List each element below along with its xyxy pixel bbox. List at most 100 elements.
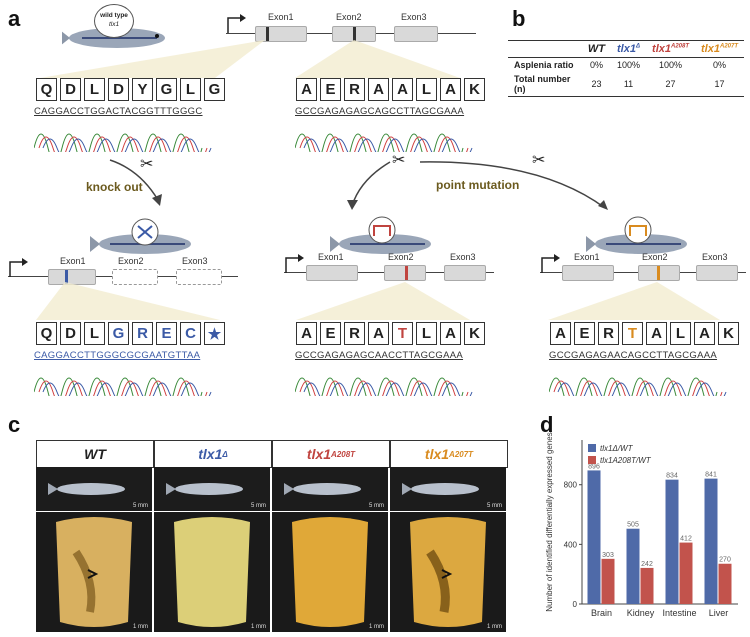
photo-header-text: tlx1 bbox=[198, 446, 223, 462]
chromatogram-a208t bbox=[295, 377, 473, 396]
ko-exon1-label: Exon1 bbox=[60, 256, 86, 266]
zoom-wedges bbox=[40, 40, 460, 78]
a208t-exon2-box bbox=[384, 265, 426, 281]
aa: D bbox=[60, 78, 81, 101]
aa: K bbox=[464, 322, 485, 345]
a207t-fish-icon bbox=[586, 216, 687, 254]
aa: L bbox=[180, 78, 201, 101]
exon1-box bbox=[255, 26, 307, 42]
wildtype-bubble: wild type tlx1 bbox=[94, 4, 134, 38]
table-header-ko: tlx1 bbox=[617, 43, 636, 55]
chromatogram-a207t bbox=[549, 377, 727, 396]
data-label: 270 bbox=[719, 557, 731, 564]
cell: 27 bbox=[665, 79, 676, 89]
aa: A bbox=[392, 78, 413, 101]
wt-protein-seq-1: Q D L D Y G L G bbox=[36, 78, 225, 101]
panel-label-d: d bbox=[540, 412, 554, 437]
a208t-dna-seq: GCCGAGAGAGCAACCTTAGCGAAA bbox=[295, 350, 464, 361]
scissors-icon: ✂ bbox=[392, 152, 406, 169]
aa: G bbox=[108, 322, 129, 345]
cell: 23 bbox=[591, 79, 602, 89]
aa: Q bbox=[36, 322, 57, 345]
fish-photo-a208t: 5 mm bbox=[272, 467, 388, 511]
aa: C bbox=[180, 322, 201, 345]
bar-ko bbox=[626, 528, 640, 604]
panel-label-a: a bbox=[8, 6, 21, 31]
a207t-exon3-label: Exon3 bbox=[702, 252, 728, 262]
aa: A bbox=[550, 322, 571, 345]
aa: R bbox=[344, 322, 365, 345]
data-label: 841 bbox=[705, 472, 717, 479]
a207t-exon3-box bbox=[696, 265, 738, 281]
fish-photo-wt: 5 mm bbox=[36, 467, 152, 511]
data-label: 896 bbox=[588, 463, 600, 470]
aa: L bbox=[416, 322, 437, 345]
scale-bar-label: 1 mm bbox=[487, 624, 502, 630]
aa: K bbox=[464, 78, 485, 101]
scale-bar-label: 5 mm bbox=[133, 503, 148, 509]
aa: A bbox=[440, 78, 461, 101]
y-axis-label: Number of identified differentially expr… bbox=[545, 432, 554, 612]
row-label: Total number (n) bbox=[514, 74, 571, 94]
aa: E bbox=[574, 322, 595, 345]
chromatogram-wt-2 bbox=[295, 133, 473, 152]
a208t-exon1-label: Exon1 bbox=[318, 252, 344, 262]
point-mutation-label: point mutation bbox=[436, 178, 520, 192]
category-label: Liver bbox=[709, 608, 729, 618]
bar-a208t bbox=[679, 542, 693, 604]
aa: A bbox=[440, 322, 461, 345]
scissors-icon: ✂ bbox=[140, 156, 154, 173]
gene-label: tlx1 bbox=[108, 21, 120, 28]
aa: G bbox=[204, 78, 225, 101]
tss-arrow-icon bbox=[285, 254, 304, 273]
aa: A bbox=[646, 322, 667, 345]
cell: 100% bbox=[659, 60, 683, 70]
ko-exon3-box bbox=[176, 269, 222, 285]
photo-header-sup: A208T bbox=[331, 449, 356, 459]
a207t-exon1-label: Exon1 bbox=[574, 252, 600, 262]
bar-a208t bbox=[640, 567, 654, 604]
photo-header-text: WT bbox=[84, 446, 106, 462]
aa: L bbox=[416, 78, 437, 101]
aa: D bbox=[108, 78, 129, 101]
wt-protein-seq-2: A E R A A L A K bbox=[296, 78, 485, 101]
aa: L bbox=[84, 78, 105, 101]
a208t-exon2-label: Exon2 bbox=[388, 252, 414, 262]
exon1-label: Exon1 bbox=[268, 12, 294, 22]
ko-exon2-label: Exon2 bbox=[118, 256, 144, 266]
cell: 17 bbox=[714, 79, 725, 89]
asplenia-table: WT tlx1Δ tlx1A208T tlx1A207T Asplenia ra… bbox=[508, 40, 744, 97]
knockout-label: knock out bbox=[86, 180, 143, 194]
aa: E bbox=[156, 322, 177, 345]
scissors-icon: ✂ bbox=[532, 152, 546, 169]
a207t-exon2-label: Exon2 bbox=[642, 252, 668, 262]
aa: A bbox=[694, 322, 715, 345]
organ-photo-wt: 1 mm bbox=[36, 512, 152, 632]
aa: K bbox=[718, 322, 739, 345]
y-tick-label: 0 bbox=[573, 600, 578, 609]
a207t-exon1-box bbox=[562, 265, 614, 281]
a208t-exon3-label: Exon3 bbox=[450, 252, 476, 262]
aa: Q bbox=[36, 78, 57, 101]
aa: L bbox=[84, 322, 105, 345]
scale-bar-label: 5 mm bbox=[369, 503, 384, 509]
data-label: 242 bbox=[641, 561, 653, 568]
category-label: Kidney bbox=[627, 608, 655, 618]
ko-dna-seq: CAGGACCTTGGGCGCGAATGTTAA bbox=[34, 350, 201, 361]
organ-photo-a208t: 1 mm bbox=[272, 512, 388, 632]
photo-header-sup: Δ bbox=[222, 449, 228, 459]
cell: 11 bbox=[623, 79, 634, 89]
a208t-exon1-box bbox=[306, 265, 358, 281]
a207t-exon2-box bbox=[638, 265, 680, 281]
a208t-fish-icon bbox=[330, 216, 431, 254]
aa: E bbox=[320, 78, 341, 101]
table-header-ko-sup: Δ bbox=[635, 43, 641, 50]
bar-ko bbox=[704, 478, 718, 604]
aa: Y bbox=[132, 78, 153, 101]
photo-header-sup: A207T bbox=[449, 449, 474, 459]
row-label: Asplenia ratio bbox=[514, 60, 574, 70]
aa: G bbox=[156, 78, 177, 101]
